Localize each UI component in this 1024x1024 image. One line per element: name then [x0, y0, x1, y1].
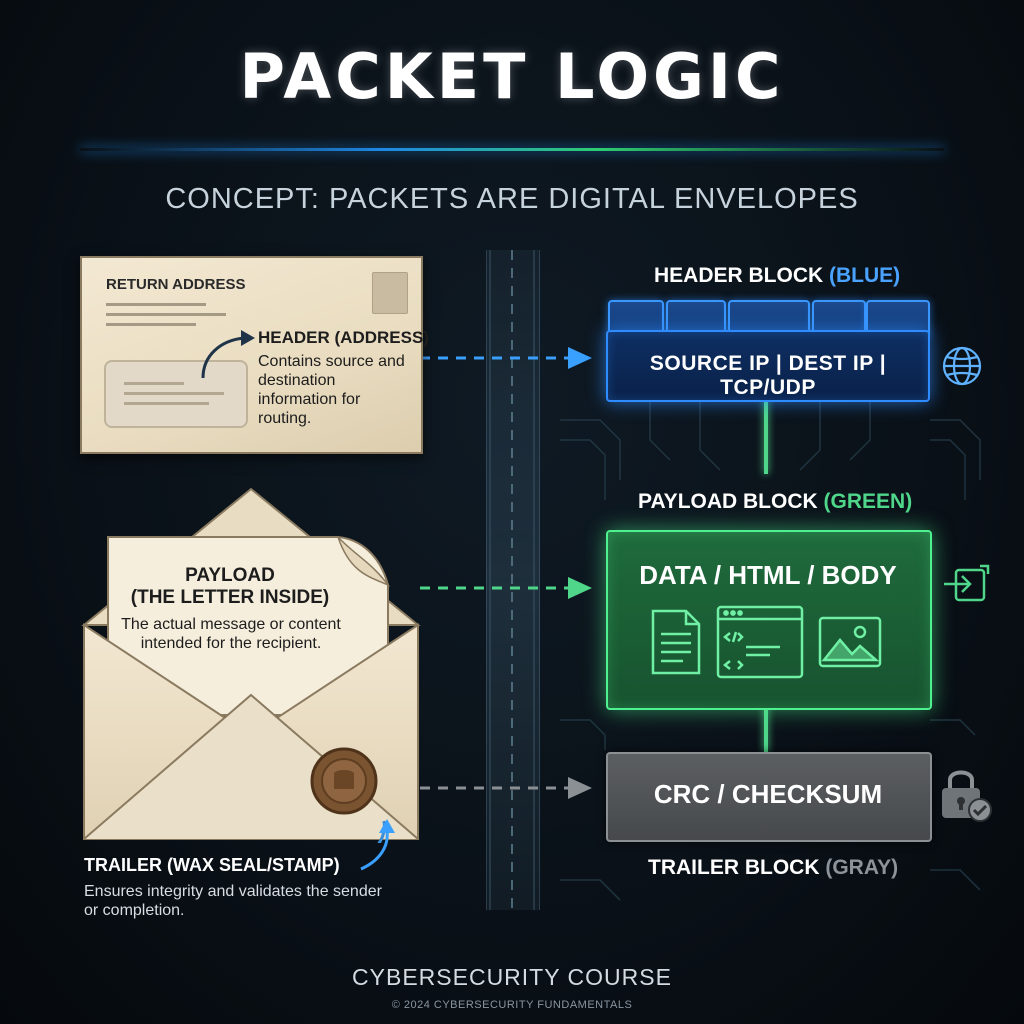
trailer-block-label: TRAILER BLOCK (GRAY): [648, 856, 898, 880]
header-envelope-title: HEADER (ADDRESS): [258, 328, 429, 347]
header-block-color-label: (BLUE): [829, 264, 901, 287]
transfer-icon: [944, 564, 990, 602]
header-block-name: HEADER BLOCK: [654, 264, 824, 287]
payload-envelope: [81, 487, 421, 843]
payload-content: DATA / HTML / BODY: [639, 560, 897, 590]
globe-icon: [942, 346, 982, 386]
trailer-envelope-title: TRAILER (WAX SEAL/STAMP): [84, 855, 340, 875]
trailer-envelope-description: Ensures integrity and validates the send…: [84, 883, 382, 919]
trailer-block-name: TRAILER BLOCK: [648, 856, 820, 879]
payload-envelope-description: The actual message or content intended f…: [121, 616, 341, 652]
title-divider: [80, 148, 944, 151]
bus-lanes: [489, 250, 535, 910]
address-line: [106, 323, 196, 326]
payload-block-label: PAYLOAD BLOCK (GREEN): [638, 490, 912, 514]
header-payload-connector: [764, 398, 768, 474]
payload-block-name: PAYLOAD BLOCK: [638, 490, 818, 513]
return-address-label: RETURN ADDRESS: [106, 276, 246, 293]
trailer-arrow: [420, 777, 592, 799]
header-fields: SOURCE IP | DEST IP | TCP/UDP: [649, 352, 887, 399]
copyright-text: © 2024 CYBERSECURITY FUNDAMENTALS: [391, 999, 633, 1011]
trailer-block: [606, 752, 932, 842]
course-footer: CYBERSECURITY COURSE: [352, 964, 672, 990]
code-window-icon: [716, 605, 804, 679]
trailer-content: CRC / CHECKSUM: [653, 779, 883, 809]
header-block-label: HEADER BLOCK (BLUE): [654, 264, 900, 288]
header-block: [606, 330, 930, 402]
payload-title-line1: PAYLOAD: [185, 565, 275, 586]
payload-trailer-connector: [764, 706, 768, 752]
address-line: [106, 313, 226, 316]
header-envelope: RETURN ADDRESS: [80, 256, 423, 454]
trailer-block-color-label: (GRAY): [825, 856, 899, 879]
subtitle: CONCEPT: PACKETS ARE DIGITAL ENVELOPES: [165, 183, 859, 215]
image-icon: [818, 616, 882, 668]
trailer-pointer-arrow: [360, 819, 395, 871]
payload-title-line2: (THE LETTER INSIDE): [130, 587, 330, 608]
document-icon: [651, 609, 701, 675]
address-window: [104, 360, 248, 428]
lock-check-icon: [942, 770, 992, 822]
payload-block-color-label: (GREEN): [823, 490, 913, 513]
header-envelope-description: Contains source and destination informat…: [258, 353, 405, 427]
payload-envelope-title: PAYLOAD (THE LETTER INSIDE): [110, 565, 350, 609]
postage-stamp: [372, 272, 408, 314]
header-arrow: [420, 347, 592, 369]
address-line: [106, 303, 206, 306]
header-pointer-arrow: [201, 330, 255, 379]
page-title: PACKET LOGIC: [239, 40, 785, 113]
payload-arrow: [420, 577, 592, 599]
